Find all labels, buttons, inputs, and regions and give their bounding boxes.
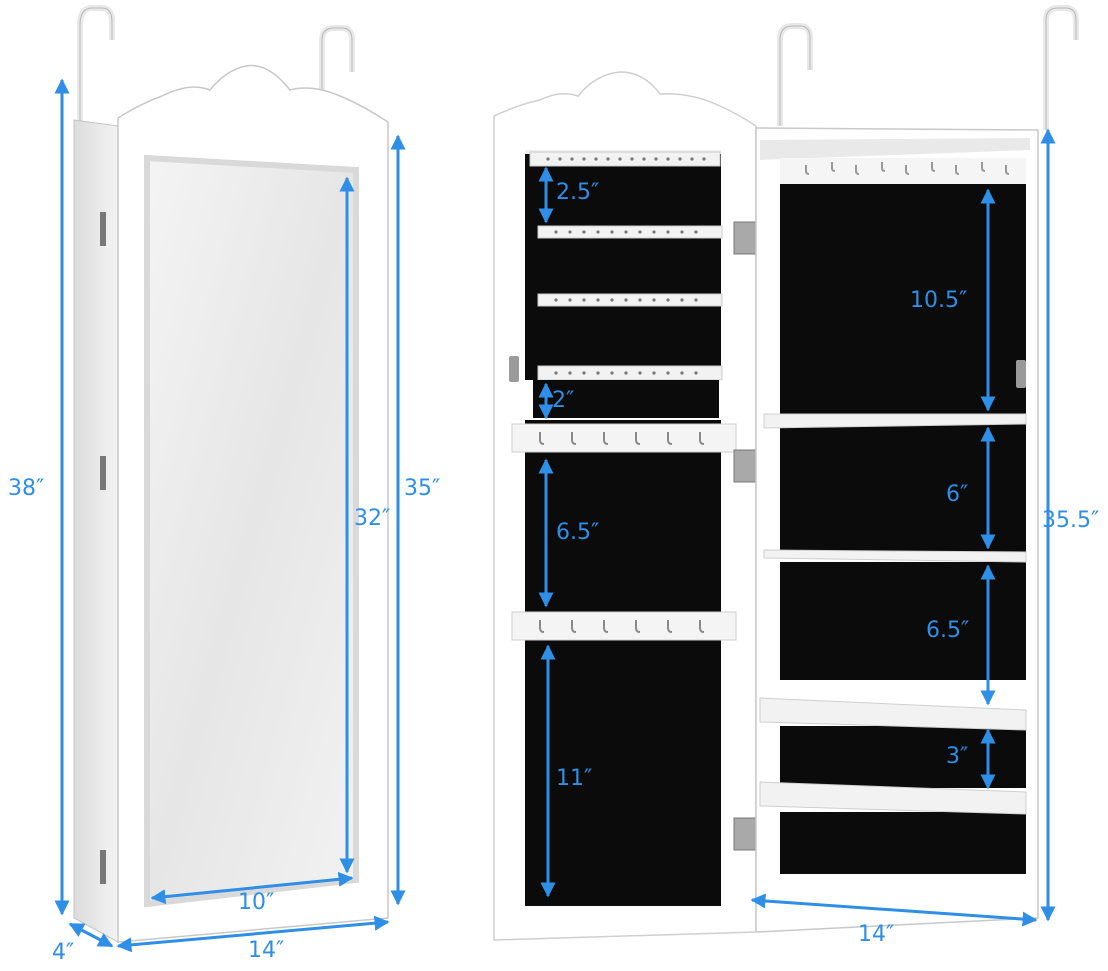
label-door-earring-gap: 2″ bbox=[552, 388, 575, 413]
shelf-4 bbox=[759, 781, 1027, 815]
necklace-bar-lower bbox=[511, 611, 737, 641]
shelf-3 bbox=[759, 697, 1027, 731]
label-cabinet-height: 35″ bbox=[404, 476, 441, 501]
cabinet-latch bbox=[1016, 360, 1026, 388]
shelf-2 bbox=[763, 549, 1027, 563]
label-shelf-4: 3″ bbox=[946, 744, 969, 769]
door-latch bbox=[509, 356, 519, 382]
dimension-arrows bbox=[54, 78, 1056, 953]
door-hook-open-left bbox=[777, 23, 813, 126]
label-door-middle: 6.5″ bbox=[556, 520, 600, 545]
label-door-bottom: 11″ bbox=[556, 766, 593, 791]
label-mirror-width: 10″ bbox=[238, 890, 275, 915]
label-mirror-height: 32″ bbox=[354, 506, 391, 531]
label-total-height: 38″ bbox=[8, 476, 45, 501]
door-hook-open-right bbox=[1043, 5, 1079, 130]
label-cabinet-width: 14″ bbox=[248, 938, 285, 963]
open-cabinet bbox=[493, 5, 1079, 941]
closed-cabinet bbox=[73, 5, 389, 943]
cabinet-side-panel bbox=[73, 119, 119, 943]
label-cabinet-width-open: 14″ bbox=[858, 922, 895, 947]
hinge-bottom bbox=[100, 850, 106, 884]
door-hook-left bbox=[77, 5, 115, 125]
label-cabinet-height-open: 35.5″ bbox=[1042, 508, 1100, 533]
compartment-bottom bbox=[780, 812, 1026, 874]
hinge-middle bbox=[100, 456, 106, 490]
mirror bbox=[146, 157, 357, 905]
hinge-top bbox=[100, 212, 106, 246]
door-lining bbox=[525, 152, 721, 906]
earring-bars bbox=[522, 151, 723, 420]
label-shelf-2: 6″ bbox=[946, 482, 969, 507]
shelf-1 bbox=[763, 413, 1027, 429]
label-depth: 4″ bbox=[52, 940, 75, 965]
label-top-compartment: 10.5″ bbox=[910, 288, 968, 313]
label-shelf-3: 6.5″ bbox=[926, 618, 970, 643]
label-door-top-spacing: 2.5″ bbox=[556, 180, 600, 205]
necklace-bar-upper bbox=[511, 423, 737, 453]
